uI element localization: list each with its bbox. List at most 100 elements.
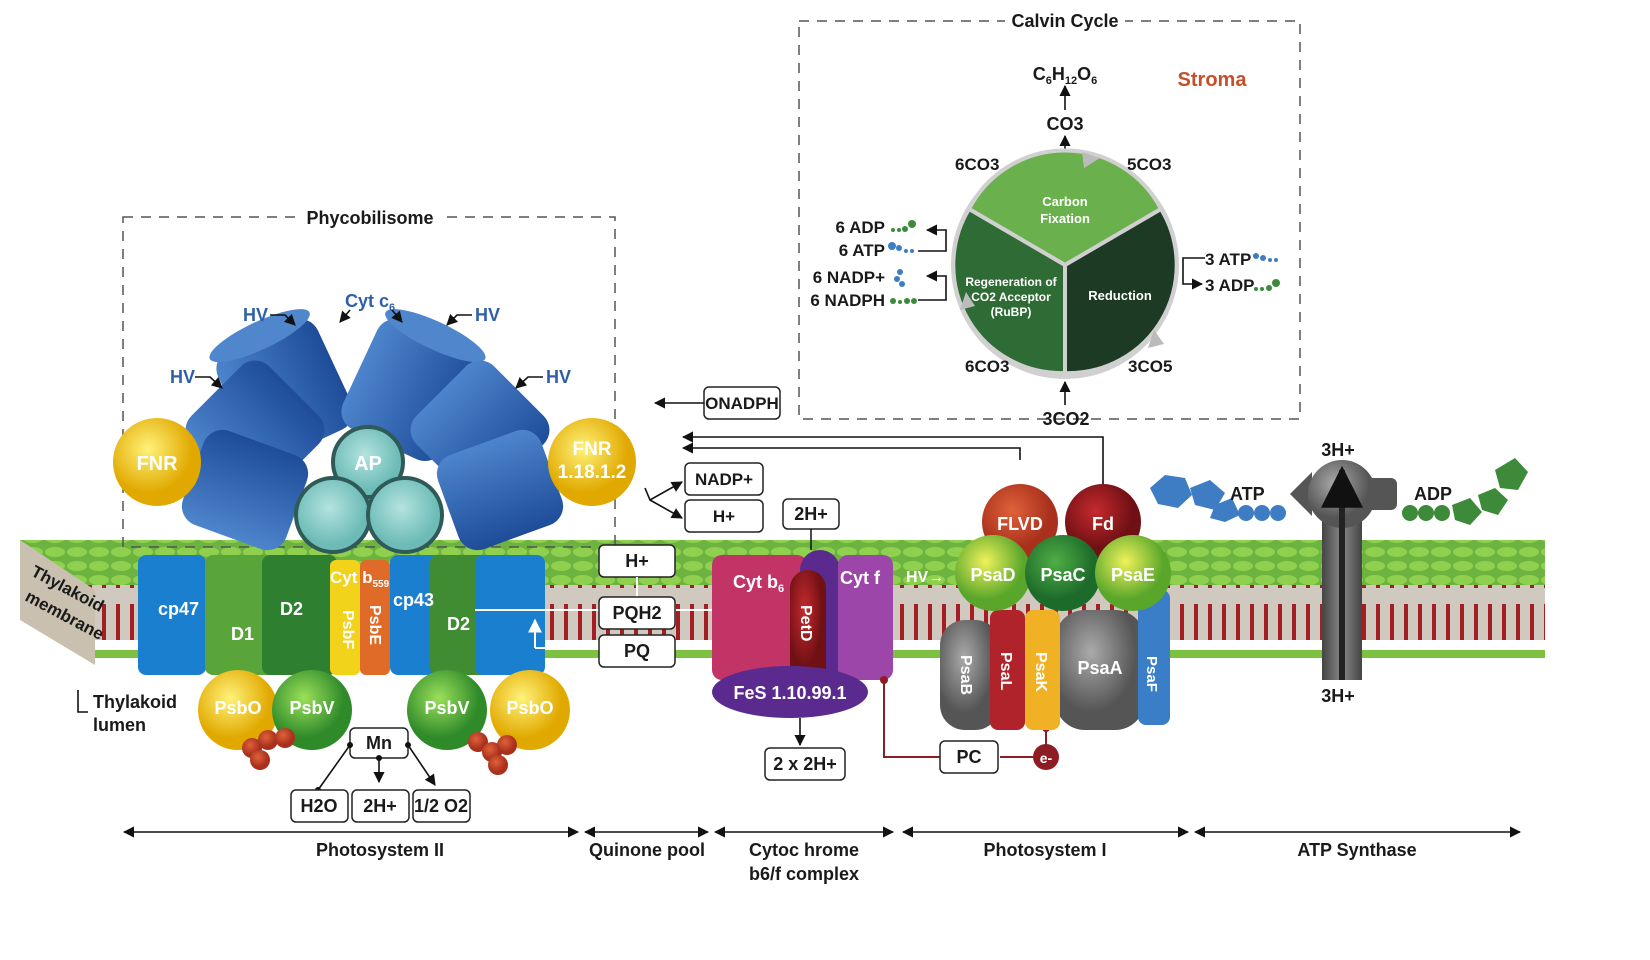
nadp-box (684, 462, 764, 496)
carbon-fixation-label-1: Carbon (1042, 194, 1088, 209)
2h-box (351, 789, 410, 823)
section-cytochrome-1: Cytoc hrome (749, 840, 859, 860)
6co3-top-label: 6CO3 (955, 155, 999, 174)
d2-right-label: D2 (447, 614, 470, 634)
lumen-label-1: Thylakoid (93, 692, 177, 712)
nadp-h-box (684, 499, 764, 533)
pq-box (598, 634, 676, 668)
regeneration-label-2: CO2 Acceptor (971, 290, 1051, 304)
6co3-bottom-label: 6CO3 (965, 357, 1009, 376)
photosystem-i (940, 590, 1170, 730)
cyt-b6-label: Cyt b6 (733, 572, 784, 595)
adp-molecule (1402, 458, 1528, 525)
b6f-2h-label: 2H+ (794, 504, 828, 524)
cytochrome-b6f (712, 550, 893, 718)
cyt-f-label: Cyt f (840, 568, 881, 588)
psaa-label: PsaA (1077, 658, 1122, 678)
h2o-box (290, 789, 349, 823)
atp-h-bottom: 3H+ (1321, 686, 1355, 706)
psab-label: PsaB (957, 655, 974, 695)
psak-label: PsaK (1032, 652, 1049, 692)
cp43-label: cp43 (393, 590, 434, 610)
psbo-right (490, 670, 570, 750)
psbo-left-label: PsbO (214, 698, 261, 718)
reduction-label: Reduction (1088, 288, 1152, 303)
ap-core-left (294, 476, 372, 554)
psbv-right-label: PsbV (424, 698, 469, 718)
petd-label: PetD (797, 605, 814, 641)
half-o2-box (412, 789, 471, 823)
psaf-label: PsaF (1143, 656, 1160, 692)
section-cytochrome-2: b6/f complex (749, 864, 859, 884)
section-atp-synthase: ATP Synthase (1297, 840, 1416, 860)
flvd-label: FLVD (997, 514, 1043, 534)
regeneration-label-1: Regeneration of (965, 275, 1057, 289)
hv-label-4: HV (546, 367, 571, 387)
fnr-right (548, 418, 636, 506)
hv-label-1: HV (243, 305, 268, 325)
pqh2-label: PQH2 (612, 603, 661, 623)
atp-synthase (1290, 460, 1397, 680)
psbv-right (407, 670, 487, 750)
psbe-label: PsbE (366, 605, 383, 645)
3adp-label: 3 ADP (1205, 276, 1254, 295)
psae-label: PsaE (1111, 565, 1155, 585)
6nadph-label: 6 NADPH (810, 291, 885, 310)
atp-molecule (1150, 475, 1286, 522)
ap-label: AP (354, 453, 382, 475)
psac-label: PsaC (1040, 565, 1085, 585)
5co3-label: 5CO3 (1127, 155, 1171, 174)
calvin-wheel (951, 148, 1179, 379)
cyt-c6-label: Cyt c6 (345, 291, 395, 314)
hv-label-2: HV (170, 367, 195, 387)
psbv-left (272, 670, 352, 750)
d2-left-label: D2 (280, 599, 303, 619)
pc-box (939, 740, 999, 774)
phycobilisome-rods (181, 309, 564, 551)
atp-label: ATP (1230, 484, 1265, 504)
3co2-label: 3CO2 (1042, 409, 1089, 429)
b6f-out-label: 2 x 2H+ (773, 754, 837, 774)
stroma-label: Stroma (1178, 69, 1248, 91)
calvin-title: Calvin Cycle (1011, 11, 1118, 31)
lumen-pointer (77, 690, 88, 713)
co3-top-label: CO3 (1046, 114, 1083, 134)
ps1-hv-label: HV→ (906, 569, 944, 586)
half-o2-label: 1/2 O2 (414, 796, 468, 816)
section-photosystem-i: Photosystem I (983, 840, 1106, 860)
electron (1033, 744, 1059, 770)
ap-core-right (366, 476, 444, 554)
atp-h-top: 3H+ (1321, 440, 1355, 460)
d1-label: D1 (231, 624, 254, 644)
2h-label: 2H+ (363, 796, 397, 816)
nadp-label: NADP+ (695, 470, 753, 489)
3atp-label: 3 ATP (1205, 250, 1251, 269)
lumen-label-2: lumen (93, 715, 146, 735)
adp-label: ADP (1414, 484, 1452, 504)
h2o-label: H2O (300, 796, 337, 816)
nadp-h-label: H+ (713, 507, 735, 526)
pqh2-box (598, 596, 676, 630)
psac (1025, 535, 1101, 611)
mn-label: Mn (366, 733, 392, 753)
mini-molecules-right (1253, 253, 1280, 291)
psal-label: PsaL (997, 652, 1014, 690)
pq-label: PQ (624, 641, 650, 661)
photosystem-ii (138, 555, 545, 675)
psbf-label: PsbF (339, 610, 356, 649)
electron-label: e- (1040, 750, 1053, 766)
6atp-label: 6 ATP (839, 241, 885, 260)
hv-label-3: HV (475, 305, 500, 325)
phycobilisome-title: Phycobilisome (306, 208, 433, 228)
fnr-left (113, 418, 201, 506)
glucose-label: C6H12O6 (1033, 64, 1098, 87)
mn-cluster-atoms (242, 728, 517, 775)
regeneration-label-3: (RuBP) (991, 305, 1032, 319)
fd-label: Fd (1092, 514, 1114, 534)
psbo-right-label: PsbO (506, 698, 553, 718)
ap-core (331, 425, 405, 499)
psbo-left (198, 670, 278, 750)
fnr-left-label: FNR (136, 453, 178, 475)
b6f-out-box (764, 747, 846, 781)
